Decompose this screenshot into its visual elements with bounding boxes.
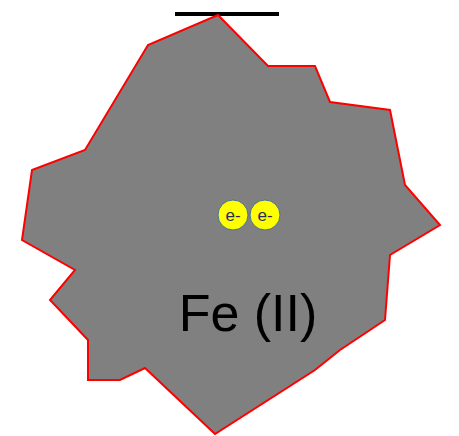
electron-circle: e- <box>217 199 249 231</box>
particle-outline <box>22 15 440 434</box>
electron-circle: e- <box>249 199 281 231</box>
surface-line <box>175 12 279 16</box>
electron-label: e- <box>257 207 272 224</box>
electron-circle <box>250 200 280 230</box>
oxidation-state-label: Fe (II) <box>179 287 318 339</box>
electron-circle <box>218 200 248 230</box>
electron-label: e- <box>225 207 240 224</box>
